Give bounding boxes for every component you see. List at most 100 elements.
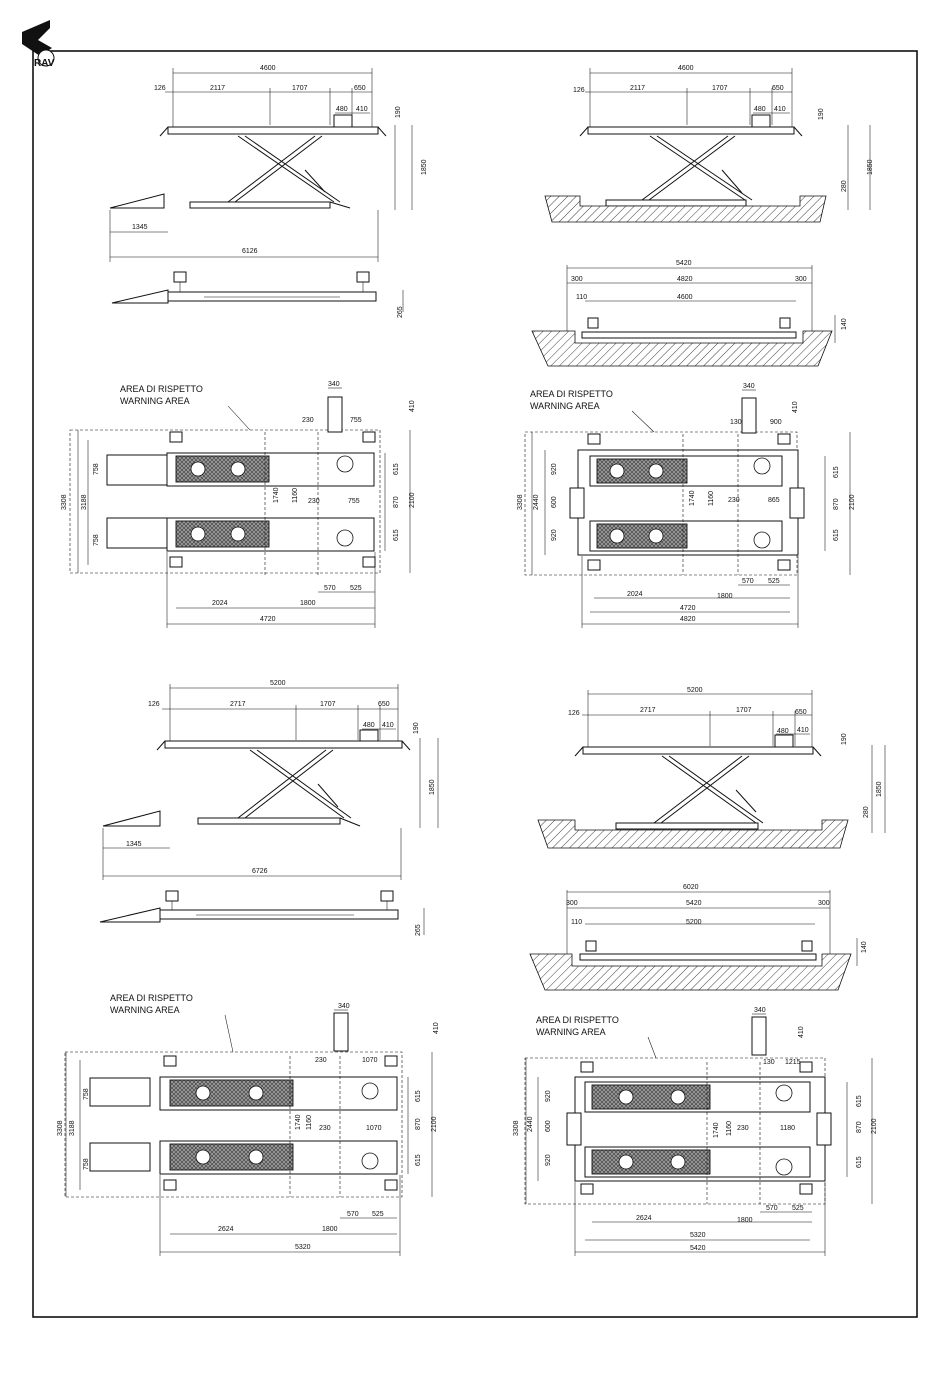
dim-plan-b-2100: 2100 [849,494,856,510]
side-d-pit-floor [537,819,849,849]
dim-plan-d-920-bottom: 920 [545,1154,552,1166]
side-d-scissor [653,755,764,824]
plan-view-c: AREA DI RISPETTO WARNING AREA 340 410 23… [57,993,440,1256]
dim-plan-b-570: 570 [742,578,754,585]
side-b-scissor [641,135,753,201]
area-label-it-d: AREA DI RISPETTO [536,1015,619,1025]
dim-low-b-mid: 4820 [677,276,693,283]
side-c-base [197,817,341,825]
dim-side-c-2717: 2717 [230,701,246,708]
side-a-base [189,201,331,209]
dim-side-c-190: 190 [413,722,420,734]
dim-side-a-1707: 1707 [292,85,308,92]
dim-plan-a-1800: 1800 [300,600,316,607]
dim-plan-d-920-top: 920 [545,1090,552,1102]
plan-c-ramp-top [89,1077,151,1107]
dim-side-d-total: 5200 [687,687,703,694]
dim-plan-b-920-top: 920 [551,463,558,475]
plan-b-warning-area [524,431,798,576]
dim-side-b-2117: 2117 [630,85,645,92]
dim-low-d-300r: 300 [818,900,830,907]
low-view-a: 265 [111,271,404,318]
dim-side-d-410: 410 [797,727,809,734]
dim-plan-c-3308: 3308 [57,1120,64,1136]
dim-plan-a-615-top: 615 [393,463,400,475]
area-label-it-b: AREA DI RISPETTO [530,389,613,399]
dim-plan-d-600: 600 [545,1120,552,1132]
plan-a-ramp-top [106,454,168,486]
dim-side-b-1850: 1850 [867,159,874,175]
dim-low-b-140: 140 [841,318,848,330]
dim-plan-c-2100: 2100 [431,1116,438,1132]
dim-low-d-inner: 5200 [686,919,702,926]
dim-side-b-410: 410 [774,106,786,113]
dim-plan-b-3308: 3308 [517,494,524,510]
dim-plan-d-5420: 5420 [690,1245,706,1252]
dim-plan-b-1740: 1740 [689,490,696,506]
dim-plan-a-525: 525 [350,585,362,592]
dim-side-b-126: 126 [573,87,585,94]
area-label-en-c: WARNING AREA [110,1005,180,1015]
dim-plan-d-2440: 2440 [527,1116,534,1132]
side-view-d: 5200 126 2717 1707 650 480 410 190 280 1… [537,687,886,849]
dim-plan-b-1160: 1160 [708,491,715,506]
dim-side-b-280: 280 [841,180,848,192]
dim-side-d-1707: 1707 [736,707,752,714]
side-b-deck [587,126,795,135]
side-view-b: 4600 126 2117 1707 650 480 410 190 280 1… [544,65,874,223]
dim-plan-c-230b: 230 [319,1125,331,1132]
dim-side-a-1850: 1850 [421,159,428,175]
dim-plan-c-3188: 3188 [69,1120,76,1136]
dim-plan-c-1740: 1740 [295,1114,302,1130]
plan-d-control-unit [751,1016,767,1056]
dim-side-d-480: 480 [777,728,789,735]
dim-plan-b-4820: 4820 [680,616,696,623]
plan-a-warning-area [69,429,381,574]
dim-plan-d-870: 870 [856,1121,863,1133]
dim-plan-b-1800: 1800 [717,593,733,600]
dim-plan-c-525: 525 [372,1211,384,1218]
low-d-deck [579,953,817,961]
plan-a-ramp-bottom [106,517,168,549]
dim-plan-d-615-bottom: 615 [856,1156,863,1168]
dim-side-c-480: 480 [363,722,375,729]
dim-side-a-126: 126 [154,85,166,92]
dim-plan-b-525: 525 [768,578,780,585]
plan-view-d: AREA DI RISPETTO WARNING AREA 340 410 13… [513,1007,878,1256]
dim-low-c-265: 265 [415,924,422,936]
dim-plan-a-3188: 3188 [81,494,88,510]
dim-plan-a-3308: 3308 [61,494,68,510]
dim-low-b-300r: 300 [795,276,807,283]
dim-plan-a-755: 755 [350,417,362,424]
side-c-scissor [237,749,352,819]
dim-side-a-length: 6126 [242,248,258,255]
dim-plan-d-1740: 1740 [713,1122,720,1138]
dim-plan-a-2024: 2024 [212,600,228,607]
dim-low-d-140: 140 [861,941,868,953]
dim-side-b-1707: 1707 [712,85,728,92]
dim-side-a-410: 410 [356,106,368,113]
dim-plan-b-410: 410 [792,401,799,413]
dim-plan-d-410: 410 [798,1026,805,1038]
dim-side-d-190: 190 [841,733,848,745]
low-d-pit-floor [529,953,852,991]
dim-plan-c-615-top: 615 [415,1090,422,1102]
dim-plan-b-870: 870 [833,498,840,510]
rav-logo: RAV [22,20,55,69]
side-a-scissor [227,135,341,203]
dim-low-d-total: 6020 [683,884,699,891]
dim-plan-d-1215: 1215 [785,1059,801,1066]
dim-plan-b-230: 230 [728,497,740,504]
dim-side-d-1850: 1850 [876,781,883,797]
plan-view-b: AREA DI RISPETTO WARNING AREA 340 410 13… [517,383,856,628]
dim-side-c-1707: 1707 [320,701,336,708]
dim-plan-d-570: 570 [766,1205,778,1212]
dim-plan-b-130: 130 [730,419,742,426]
plan-c-control-unit [333,1012,349,1052]
dim-side-a-ramp: 1345 [132,224,148,231]
dim-plan-a-570: 570 [324,585,336,592]
dim-side-d-126: 126 [568,710,580,717]
dim-side-d-650: 650 [795,709,807,716]
low-view-d: 6020 300 5420 300 110 5200 140 [529,884,868,991]
side-c-deck [164,740,403,749]
